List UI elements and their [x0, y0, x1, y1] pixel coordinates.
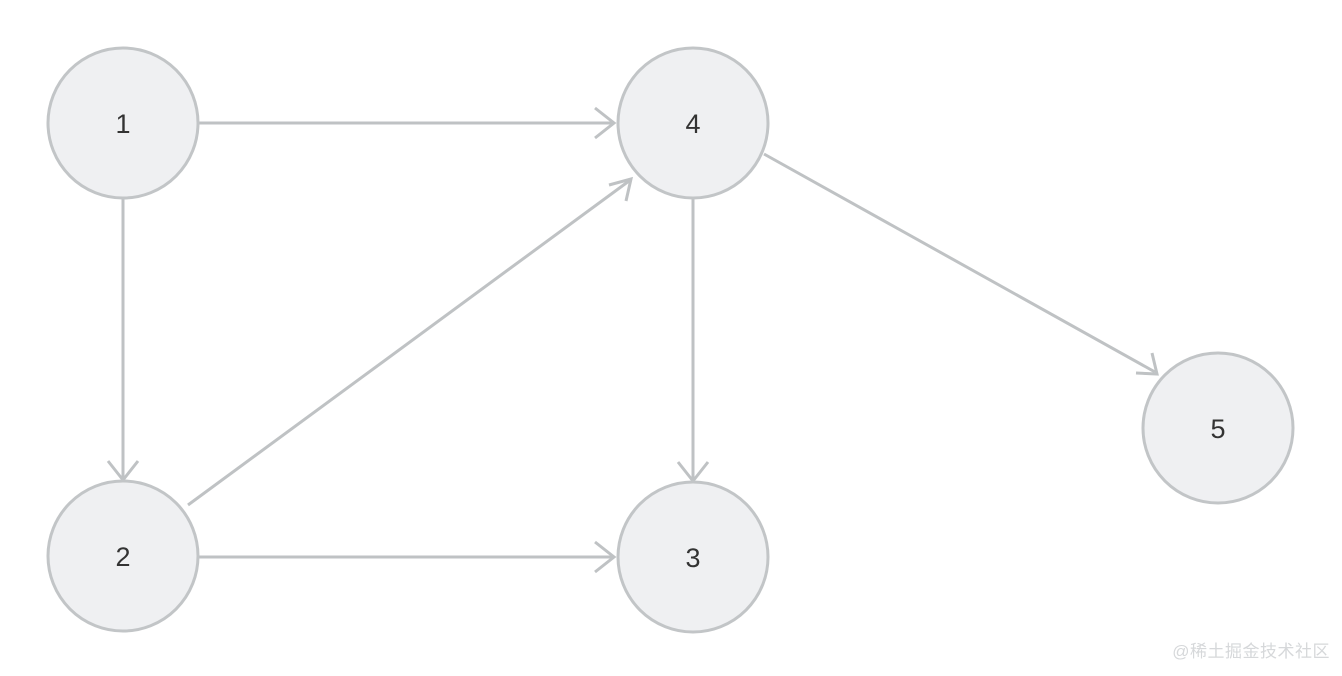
edge-4-to-3[interactable]	[676, 199, 710, 484]
edge-line	[763, 152, 1156, 374]
node-circle	[616, 480, 770, 634]
node-layer: 1 2 3 4 5	[46, 46, 1295, 634]
node-circle	[46, 479, 200, 633]
edge-4-to-5[interactable]	[763, 152, 1159, 376]
arrowhead-icon	[594, 540, 617, 574]
edge-line	[187, 179, 630, 507]
node-circle	[616, 46, 770, 200]
node-5[interactable]: 5	[1141, 351, 1295, 505]
watermark: @稀土掘金技术社区	[1172, 642, 1330, 661]
node-circle	[1141, 351, 1295, 505]
node-label: 2	[115, 542, 130, 572]
edge-2-to-4[interactable]	[187, 176, 634, 507]
node-4[interactable]: 4	[616, 46, 770, 200]
arrowhead-icon	[1135, 352, 1159, 376]
edge-1-to-2[interactable]	[106, 199, 140, 483]
node-3[interactable]: 3	[616, 480, 770, 634]
edge-layer	[106, 106, 1159, 574]
node-label: 1	[115, 109, 130, 139]
arrowhead-icon	[594, 106, 617, 140]
node-2[interactable]: 2	[46, 479, 200, 633]
arrowhead-icon	[608, 176, 634, 202]
node-label: 5	[1210, 414, 1225, 444]
edge-2-to-3[interactable]	[199, 540, 617, 574]
node-label: 4	[685, 109, 700, 139]
node-label: 3	[685, 543, 700, 573]
node-1[interactable]: 1	[46, 46, 200, 200]
edge-1-to-4[interactable]	[199, 106, 617, 140]
node-circle	[46, 46, 200, 200]
